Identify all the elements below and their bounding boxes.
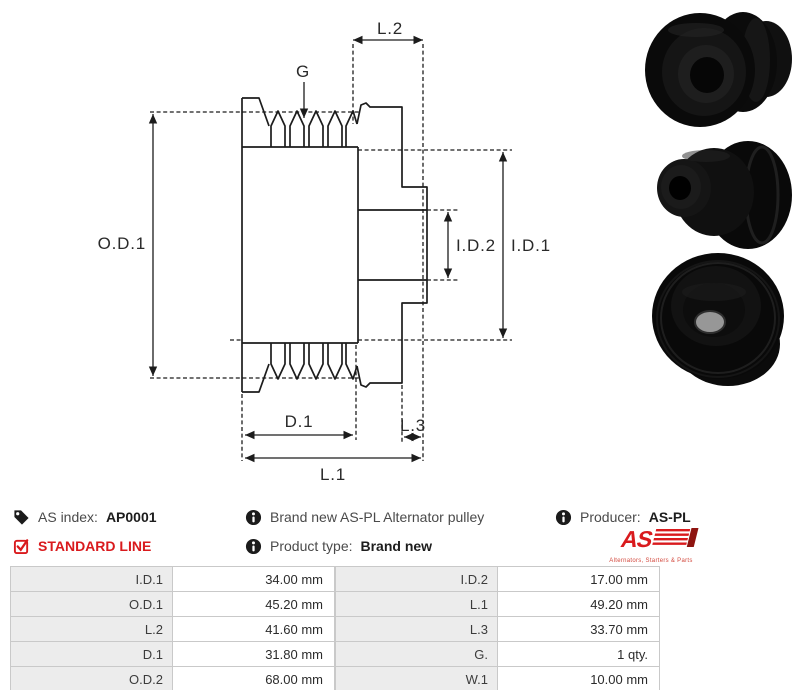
tag-icon [14, 509, 29, 525]
spec-table: I.D.1 34.00 mm O.D.1 45.20 mm L.2 41.60 … [10, 566, 660, 690]
product-type-row: Product type: Brand new [245, 536, 432, 556]
table-row: D.1 31.80 mm [10, 641, 335, 667]
as-index-value: AP0001 [105, 509, 157, 525]
as-pl-logo-subtext: Alternators, Starters & Parts [609, 558, 693, 564]
description-row: Brand new AS-PL Alternator pulley [245, 507, 484, 527]
dimension-lines [148, 35, 508, 463]
table-row: L.1 49.20 mm [335, 591, 660, 617]
table-row: O.D.1 45.20 mm [10, 591, 335, 617]
info-icon [555, 509, 572, 525]
spec-label: O.D.2 [10, 666, 173, 690]
spec-label: L.1 [335, 591, 498, 617]
as-pl-logo-mark: AS [619, 526, 699, 552]
spec-label: O.D.1 [10, 591, 173, 617]
spec-label: G. [335, 641, 498, 667]
product-photo-bottom[interactable] [640, 252, 800, 394]
product-type-label: Product type: [270, 538, 353, 554]
as-index-row: AS index: AP0001 [13, 507, 157, 527]
product-photo-side[interactable] [636, 138, 796, 252]
producer-row: Producer: AS-PL [555, 507, 691, 527]
standard-line-badge: STANDARD LINE [38, 538, 152, 554]
table-row: I.D.2 17.00 mm [335, 566, 660, 592]
table-row: L.2 41.60 mm [10, 616, 335, 642]
product-description: Brand new AS-PL Alternator pulley [270, 509, 485, 525]
spec-label: W.1 [335, 666, 498, 690]
spec-value: 34.00 mm [172, 566, 335, 592]
info-icon [245, 509, 262, 525]
as-pl-logo[interactable]: AS Alternators, Starters & Parts [586, 526, 716, 564]
checkbox-icon [13, 538, 29, 554]
dim-label-l1: L.1 [320, 465, 346, 484]
spec-table-left: I.D.1 34.00 mm O.D.1 45.20 mm L.2 41.60 … [10, 566, 335, 690]
spec-value: 10.00 mm [497, 666, 660, 690]
spec-value: 1 qty. [497, 641, 660, 667]
dim-label-g: G [296, 62, 310, 81]
spec-value: 33.70 mm [497, 616, 660, 642]
dim-label-l3: L.3 [400, 416, 426, 435]
pulley-outline [241, 97, 428, 393]
table-row: O.D.2 68.00 mm [10, 666, 335, 690]
technical-drawing-image[interactable]: O.D.1 L.2 G I.D.2 I.D.1 D.1 L.3 L.1 [0, 0, 560, 492]
table-row: I.D.1 34.00 mm [10, 566, 335, 592]
dim-label-id1: I.D.1 [511, 236, 551, 255]
standard-line-row: STANDARD LINE [13, 536, 151, 556]
spec-label: I.D.2 [335, 566, 498, 592]
spec-table-right: I.D.2 17.00 mm L.1 49.20 mm L.3 33.70 mm… [335, 566, 660, 690]
dim-label-l2: L.2 [377, 19, 403, 38]
producer-value: AS-PL [648, 509, 691, 525]
spec-label: L.3 [335, 616, 498, 642]
spec-value: 45.20 mm [172, 591, 335, 617]
producer-label: Producer: [580, 509, 641, 525]
as-index-label: AS index: [38, 509, 98, 525]
product-photo-front[interactable] [638, 4, 798, 136]
table-row: L.3 33.70 mm [335, 616, 660, 642]
spec-value: 17.00 mm [497, 566, 660, 592]
info-icon [245, 538, 262, 554]
product-type-value: Brand new [360, 538, 433, 554]
spec-label: I.D.1 [10, 566, 173, 592]
dim-label-id2: I.D.2 [456, 236, 496, 255]
spec-label: D.1 [10, 641, 173, 667]
spec-label: L.2 [10, 616, 173, 642]
spec-value: 41.60 mm [172, 616, 335, 642]
dim-label-d1: D.1 [285, 412, 314, 431]
svg-text:AS: AS [619, 526, 656, 552]
spec-value: 31.80 mm [172, 641, 335, 667]
spec-value: 68.00 mm [172, 666, 335, 690]
table-row: G. 1 qty. [335, 641, 660, 667]
extension-lines [150, 44, 512, 461]
dim-label-od1: O.D.1 [98, 234, 146, 253]
table-row: W.1 10.00 mm [335, 666, 660, 690]
spec-value: 49.20 mm [497, 591, 660, 617]
